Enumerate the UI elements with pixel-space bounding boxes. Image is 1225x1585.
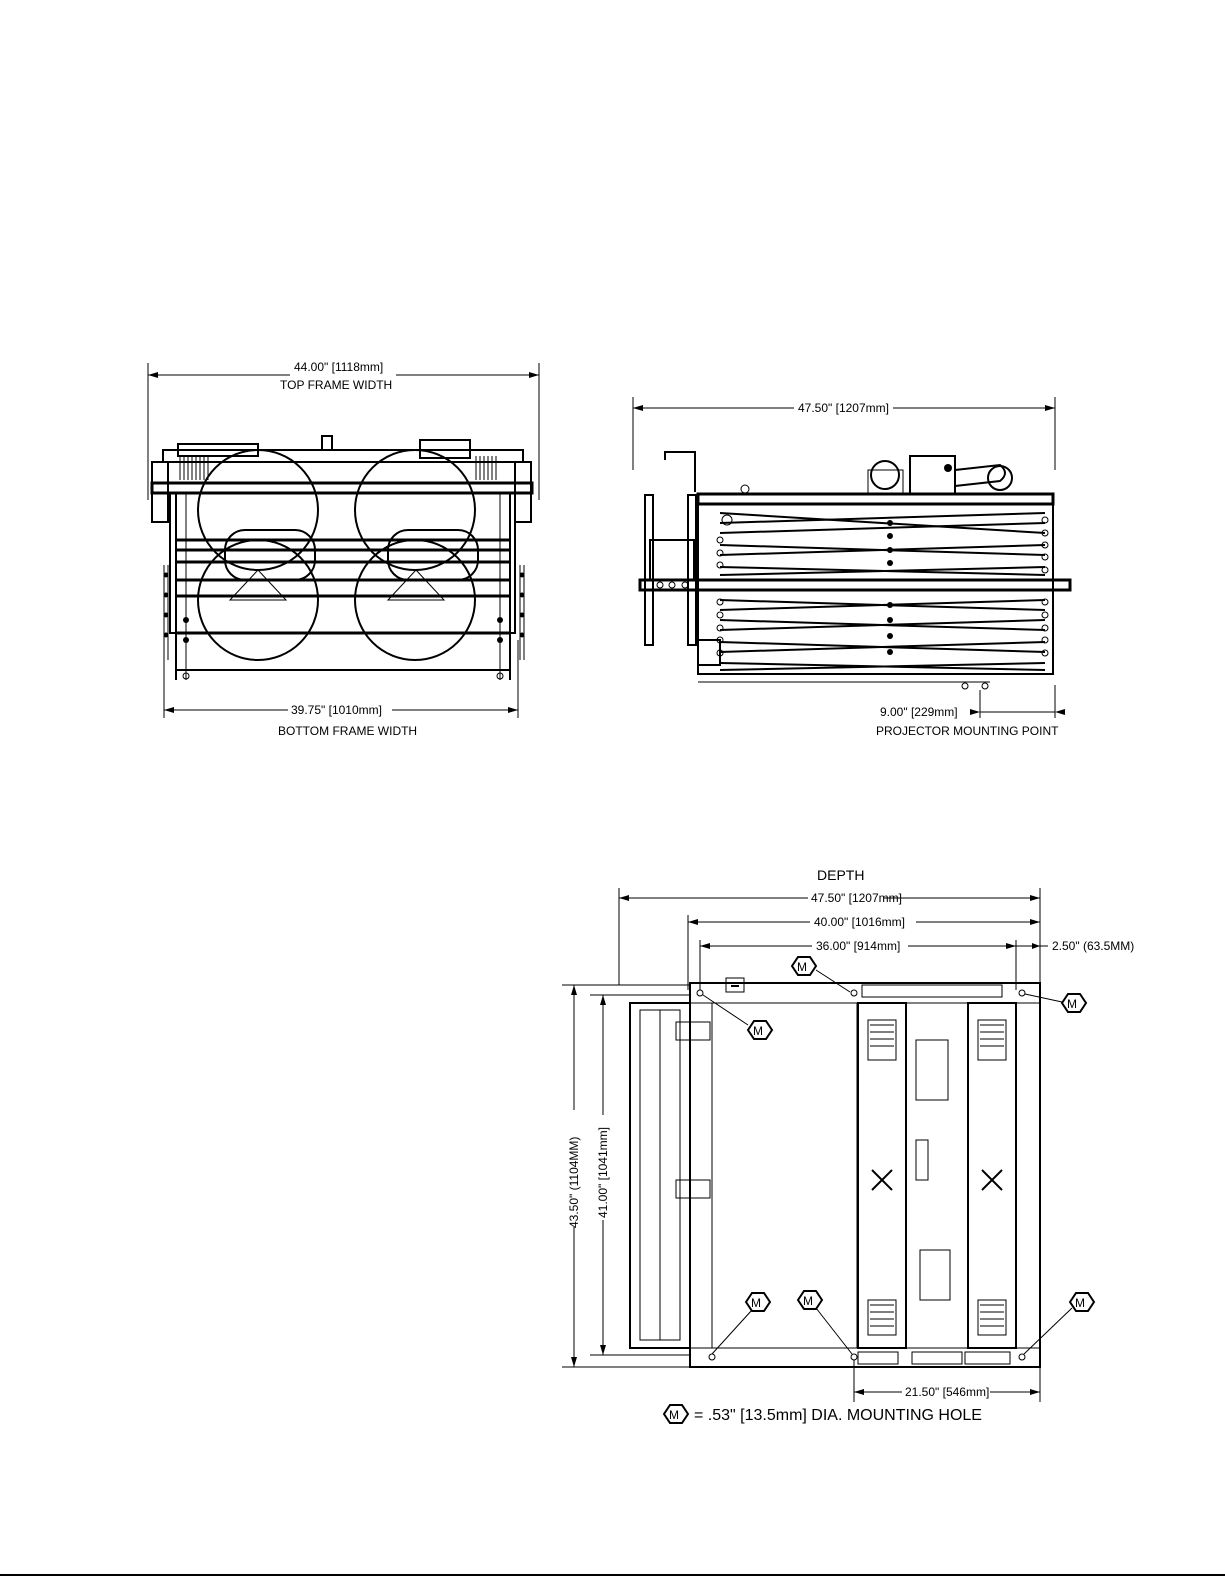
top-frame-width-caption: TOP FRAME WIDTH [280,378,392,392]
mount-point-caption: PROJECTOR MOUNTING POINT [876,724,1059,738]
mounting-hole-marker: M [798,1291,852,1354]
mounting-hole-marker: M [792,957,850,992]
top-frame-width-dim: 44.00" [1118mm] [294,360,383,374]
mounting-hole-legend: M = .53" [13.5mm] DIA. MOUNTING HOLE [664,1405,982,1424]
svg-text:M: M [669,1408,679,1422]
page-bottom-rule [0,1574,1225,1576]
width-4100-dim: 41.00" [1041mm] [596,1127,610,1218]
width-4350-dim: 43.50" (1104MM) [567,1137,581,1228]
svg-text:M: M [803,1294,813,1308]
mount-offset-dim: 9.00" [229mm] [880,705,958,719]
depth-36-dim: 36.00" [914mm] [816,939,900,953]
mounting-hole-marker: M [703,995,772,1039]
mounting-hole-marker: M [712,1293,770,1354]
svg-text:M: M [753,1024,763,1038]
depth-40-dim: 40.00" [1016mm] [814,915,905,929]
svg-text:M: M [751,1296,761,1310]
svg-text:M: M [1067,997,1077,1011]
bottom-frame-width-caption: BOTTOM FRAME WIDTH [278,724,417,738]
mounting-hole-legend-text: = .53" [13.5mm] DIA. MOUNTING HOLE [694,1407,982,1424]
depth-caption: DEPTH [817,867,864,883]
mounting-hole-marker: M [1024,1293,1094,1354]
side-overall-length-dim: 47.50" [1207mm] [798,401,889,415]
front-view: 44.00" [1118mm] TOP FRAME WIDTH [148,360,539,738]
plan-view: DEPTH 47.50" [1207mm] 40.00" [1016mm] 36… [562,867,1134,1424]
depth-overall-dim: 47.50" [1207mm] [811,891,902,905]
svg-text:M: M [1075,1296,1085,1310]
offset-250-dim: 2.50" (63.5MM) [1052,939,1134,953]
svg-text:M: M [797,960,807,974]
side-view: 47.50" [1207mm] [633,397,1070,738]
bottom-2150-dim: 21.50" [546mm] [905,1385,989,1399]
bottom-frame-width-dim: 39.75" [1010mm] [291,703,382,717]
